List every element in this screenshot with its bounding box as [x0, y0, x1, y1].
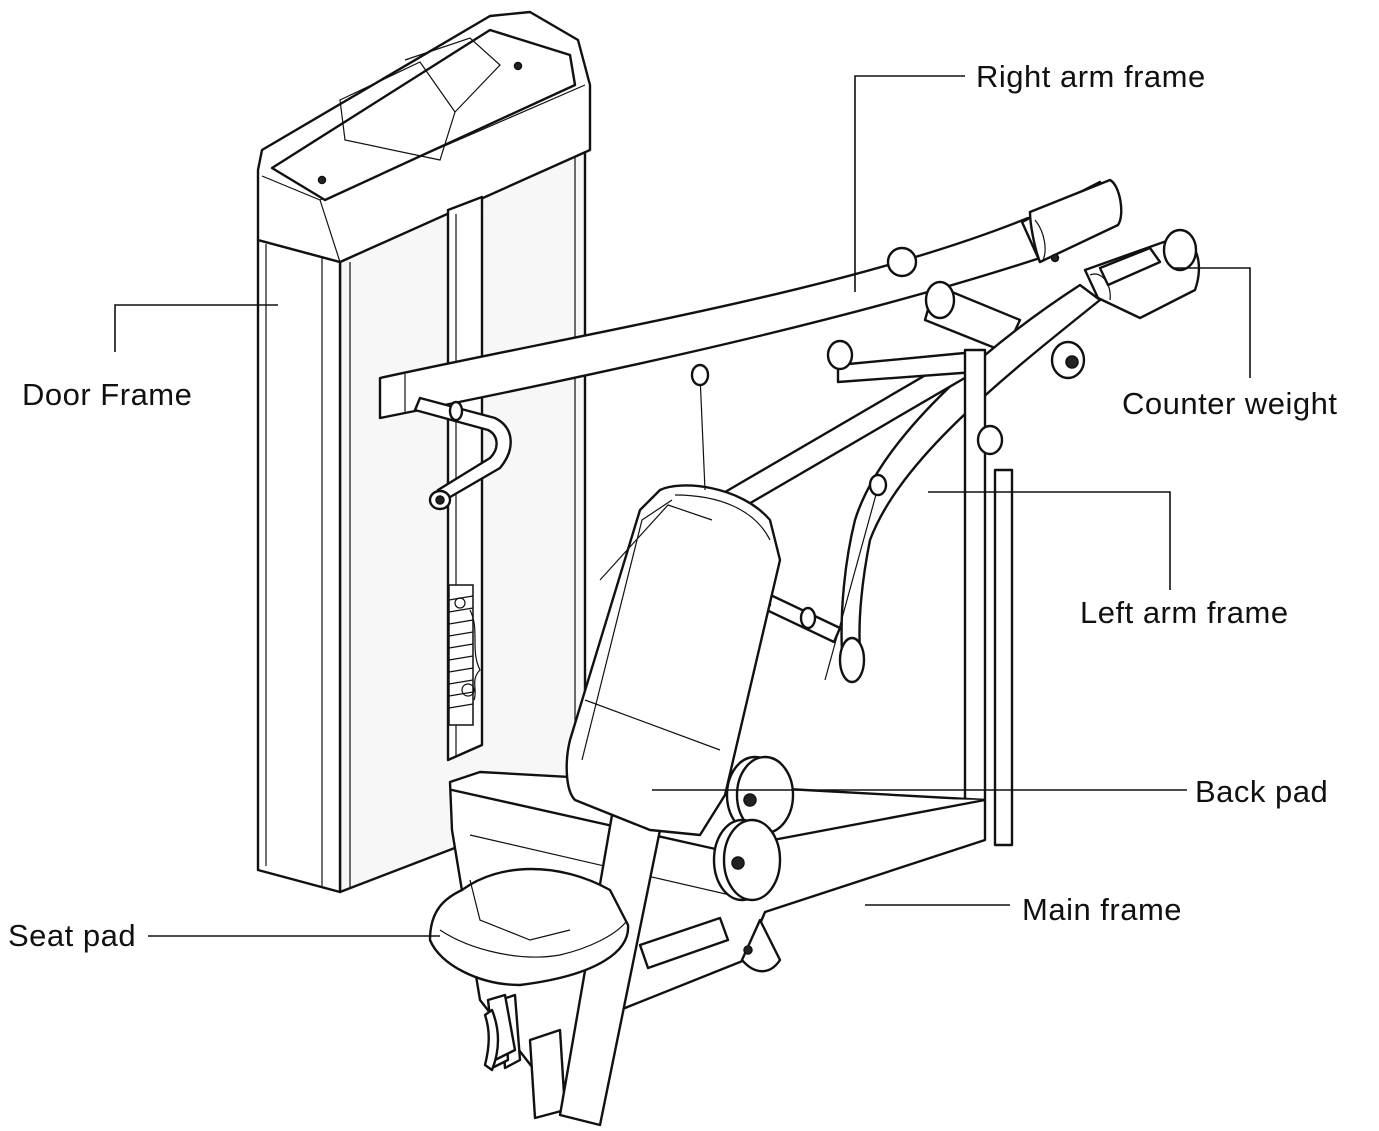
back-pad	[558, 363, 888, 1127]
label-door-frame: Door Frame	[22, 377, 192, 412]
callout-labels: Right arm frame Door Frame Counter weigh…	[8, 59, 1338, 953]
counter-weight	[1083, 228, 1201, 320]
label-back-pad: Back pad	[1195, 774, 1328, 809]
door-frame	[256, 10, 592, 894]
leader-lines	[114, 75, 1251, 937]
label-right-arm-frame: Right arm frame	[976, 59, 1206, 94]
right-arm-frame	[378, 178, 1123, 511]
seat-pad	[428, 867, 630, 1072]
label-main-frame: Main frame	[1022, 892, 1182, 927]
label-left-arm-frame: Left arm frame	[1080, 595, 1289, 630]
label-seat-pad: Seat pad	[8, 918, 136, 953]
label-counter-weight: Counter weight	[1122, 386, 1338, 421]
